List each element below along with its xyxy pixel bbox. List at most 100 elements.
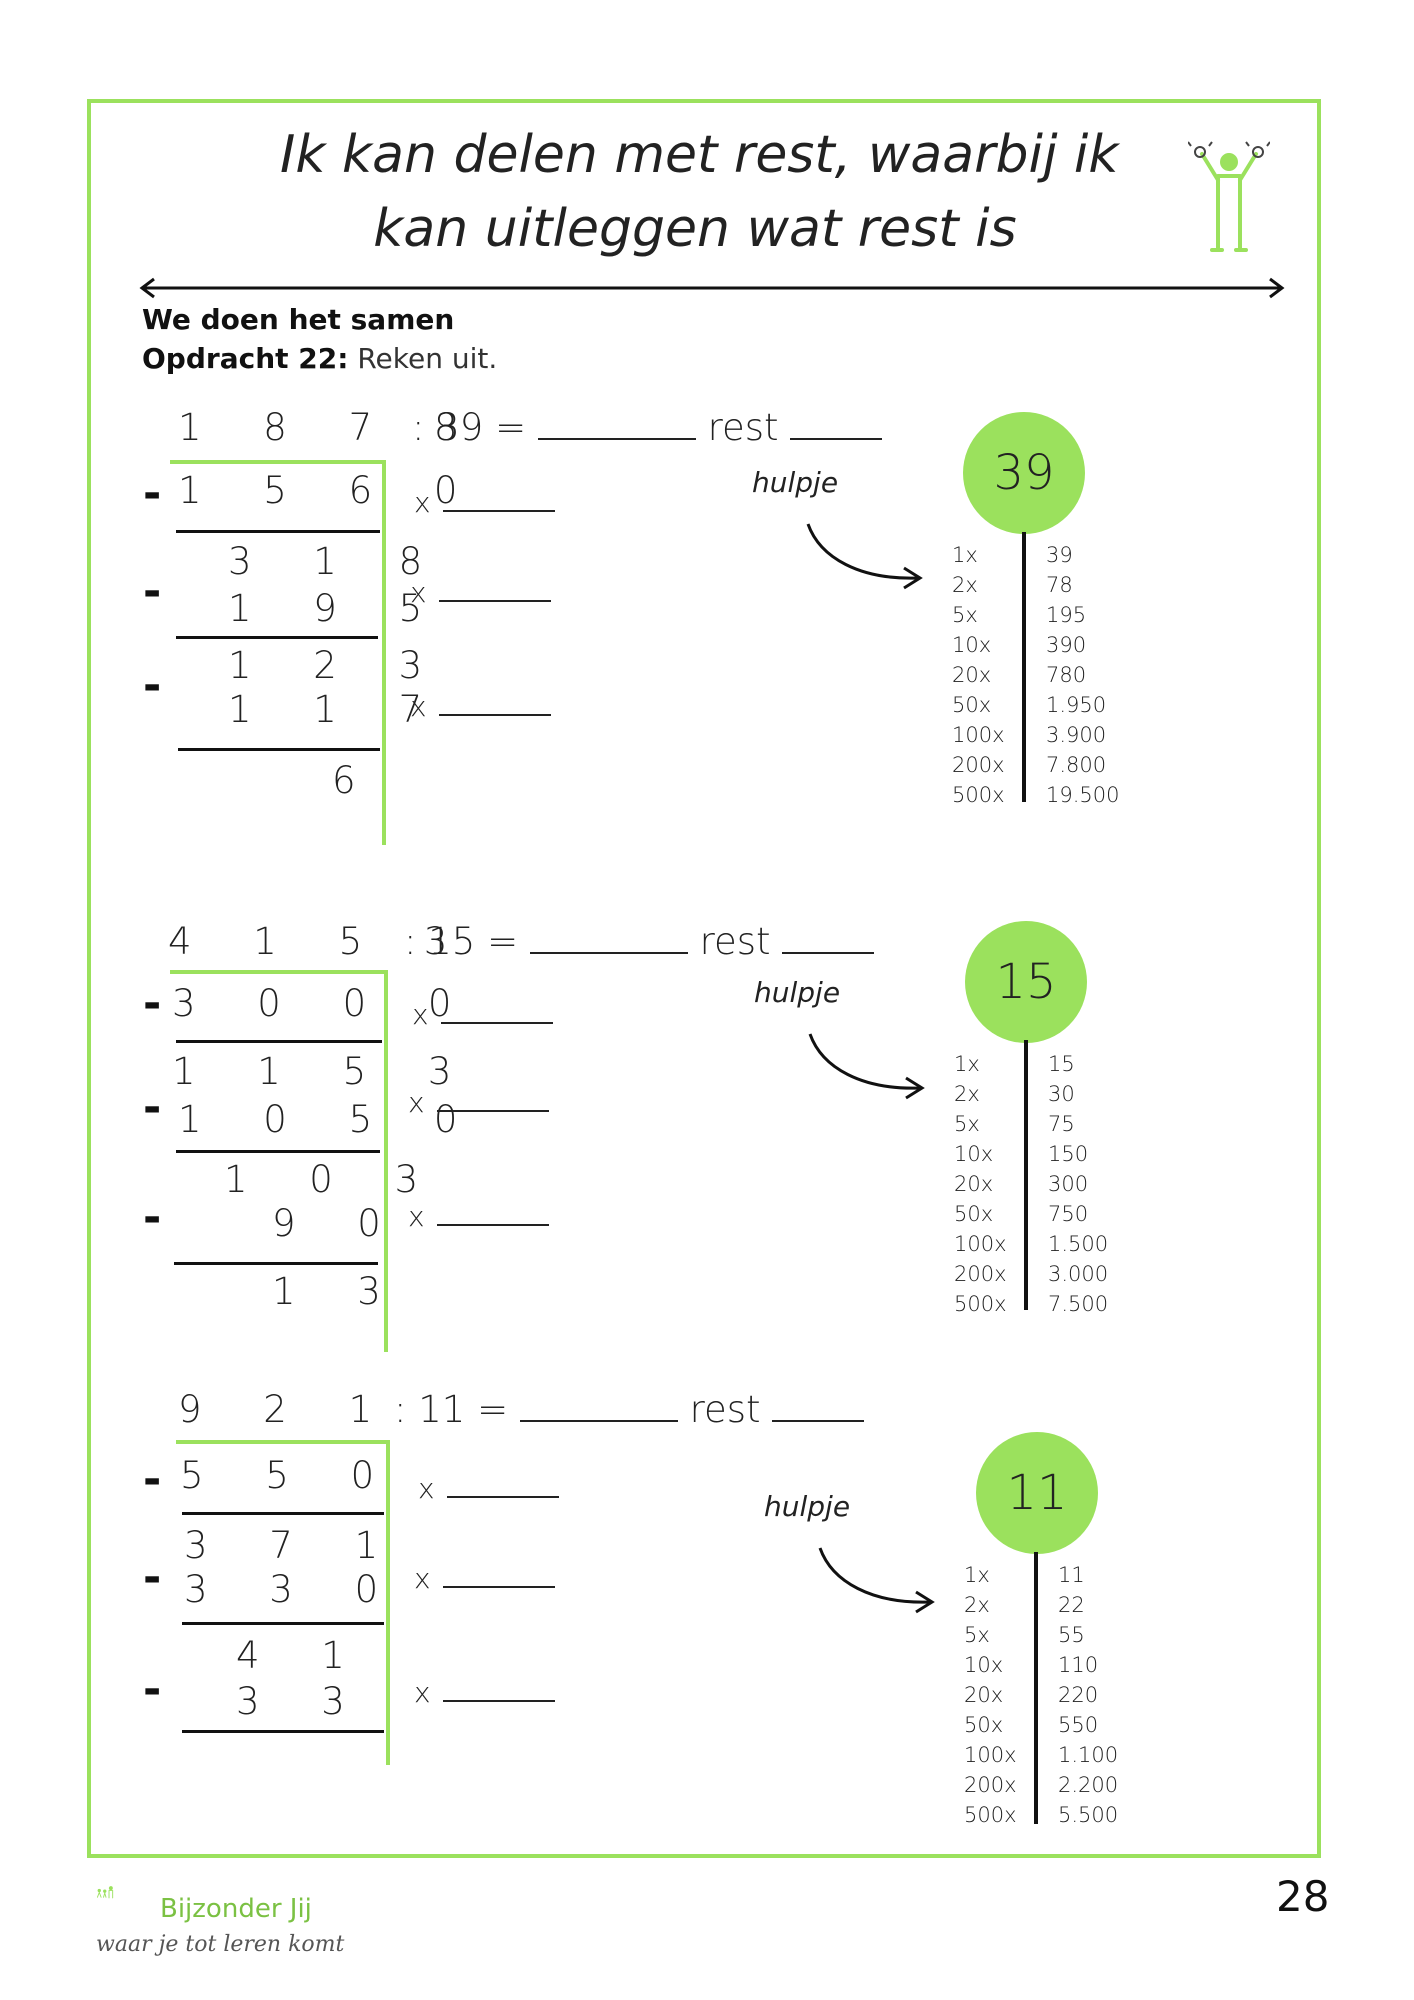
hint-label: hulpje [754,976,841,1009]
curved-arrow-icon [808,1033,925,1100]
title-line-2: kan uitleggen wat rest is [373,199,1017,259]
dividend: 4 1 5 3 [168,920,473,963]
rest-label: rest [707,406,779,449]
subtract-row: 3 3 0 [184,1568,404,1611]
division-problem-2: 4 1 5 3 : 15 = rest - 3 0 0 0 1 1 5 3 - … [0,0,1414,1352]
bracket-side [382,460,386,845]
bracket-top [176,1440,390,1444]
subtract-row: 5 5 0 [180,1454,400,1497]
subtract-row: 1 5 6 0 [178,469,483,512]
multiplier-entry: x [412,996,553,1032]
sum-line [182,1512,384,1515]
sum-line [176,636,378,639]
page-title: Ik kan delen met rest, waarbij ik kan ui… [280,118,1119,266]
multiplier-entry: x [418,1470,559,1506]
divisor-circle: 11 [976,1432,1098,1554]
equation: : 15 = rest [404,920,875,964]
assignment-line: Opdracht 22: Reken uit. [142,342,497,375]
helper-stem [1034,1552,1038,1824]
bracket-top [170,970,386,974]
multiplier-blank[interactable] [436,1084,549,1112]
bracket-top [170,460,386,464]
sum-line [174,1262,378,1265]
multiplier-entry: x [410,574,551,610]
helper-stem [1024,1040,1028,1310]
sum-line [176,1040,382,1043]
multiplier-entry: x [414,484,555,520]
final-remainder: 1 3 [272,1270,406,1313]
section-heading: We doen het samen [142,303,455,336]
quotient-blank[interactable] [537,408,696,440]
multiplier-blank[interactable] [442,1674,555,1702]
logo-name: Bijzonder Jij [160,1894,312,1924]
logo-tagline: waar je tot leren komt [96,1932,345,1957]
rest-blank[interactable] [782,922,875,954]
divisor-circle: 39 [963,412,1085,534]
remainder-row: 1 2 3 [228,644,448,687]
sum-line [176,1150,380,1153]
minus-sign: - [143,978,162,1029]
divisor-circle: 15 [965,921,1087,1043]
minus-sign: - [143,566,162,617]
quotient-blank[interactable] [529,922,688,954]
helper-stem [1022,532,1026,802]
minus-sign: - [143,1192,162,1243]
multiplier-blank[interactable] [442,484,555,512]
multiplier-entry: x [410,688,551,724]
remainder-row: 3 7 1 [184,1524,404,1567]
multiplier-blank[interactable] [442,1560,555,1588]
multiplier-blank[interactable] [436,1198,549,1226]
final-remainder: 6 [332,759,381,802]
hint-label: hulpje [764,1490,851,1523]
rest-label: rest [699,920,771,963]
sum-line [176,530,380,533]
subtract-row: 9 0 [272,1202,406,1245]
rest-blank[interactable] [772,1390,865,1422]
multiplier-entry: x [408,1198,549,1234]
division-problem-3: 9 2 1 : 11 = rest - 5 5 0 3 7 1 - 3 3 0 … [0,0,1414,1827]
curved-arrow-icon [818,1547,935,1614]
rest-label: rest [689,1388,761,1431]
assignment-label: Opdracht 22: [142,342,349,375]
subtract-row: 3 0 0 0 [172,982,477,1025]
subtract-row: 1 0 5 0 [178,1098,483,1141]
minus-sign: - [143,660,162,711]
curved-arrow-icon [806,523,923,590]
remainder-row: 1 1 5 3 [172,1050,477,1093]
equation: : 39 = rest [412,406,883,450]
dividend: 1 8 7 8 [178,406,483,449]
multiplier-blank[interactable] [446,1470,559,1498]
minus-sign: - [143,1454,162,1505]
quotient-blank[interactable] [519,1390,678,1422]
multiplier-blank[interactable] [438,574,551,602]
multiplier-blank[interactable] [440,996,553,1024]
page-frame [87,99,1321,1858]
remainder-row: 4 1 [236,1634,370,1677]
equation-text: : 11 = [394,1388,509,1431]
sum-line [182,1622,384,1625]
dividend: 9 2 1 [178,1388,398,1431]
equation-text: : 15 = [404,920,519,963]
subtract-row: 1 9 5 [228,587,448,630]
multiplier-entry: x [414,1560,555,1596]
double-arrow-divider [139,277,1285,299]
hint-label: hulpje [752,466,839,499]
division-problem-1: 1 8 7 8 : 39 = rest - 1 5 6 0 3 1 8 - 1 … [0,0,1414,845]
equation-text: : 39 = [412,406,527,449]
title-line-1: Ik kan delen met rest, waarbij ik [280,125,1119,185]
bracket-side [386,1440,390,1765]
rest-blank[interactable] [790,408,883,440]
equation: : 11 = rest [394,1388,865,1432]
logo-figures-icon [96,1886,114,1899]
minus-sign: - [143,1552,162,1603]
sum-line [178,748,380,751]
remainder-row: 3 1 8 [228,540,448,583]
minus-sign: - [143,1664,162,1715]
assignment-instruction: Reken uit. [357,342,498,375]
multiplier-entry: x [414,1674,555,1710]
multiplier-blank[interactable] [438,688,551,716]
